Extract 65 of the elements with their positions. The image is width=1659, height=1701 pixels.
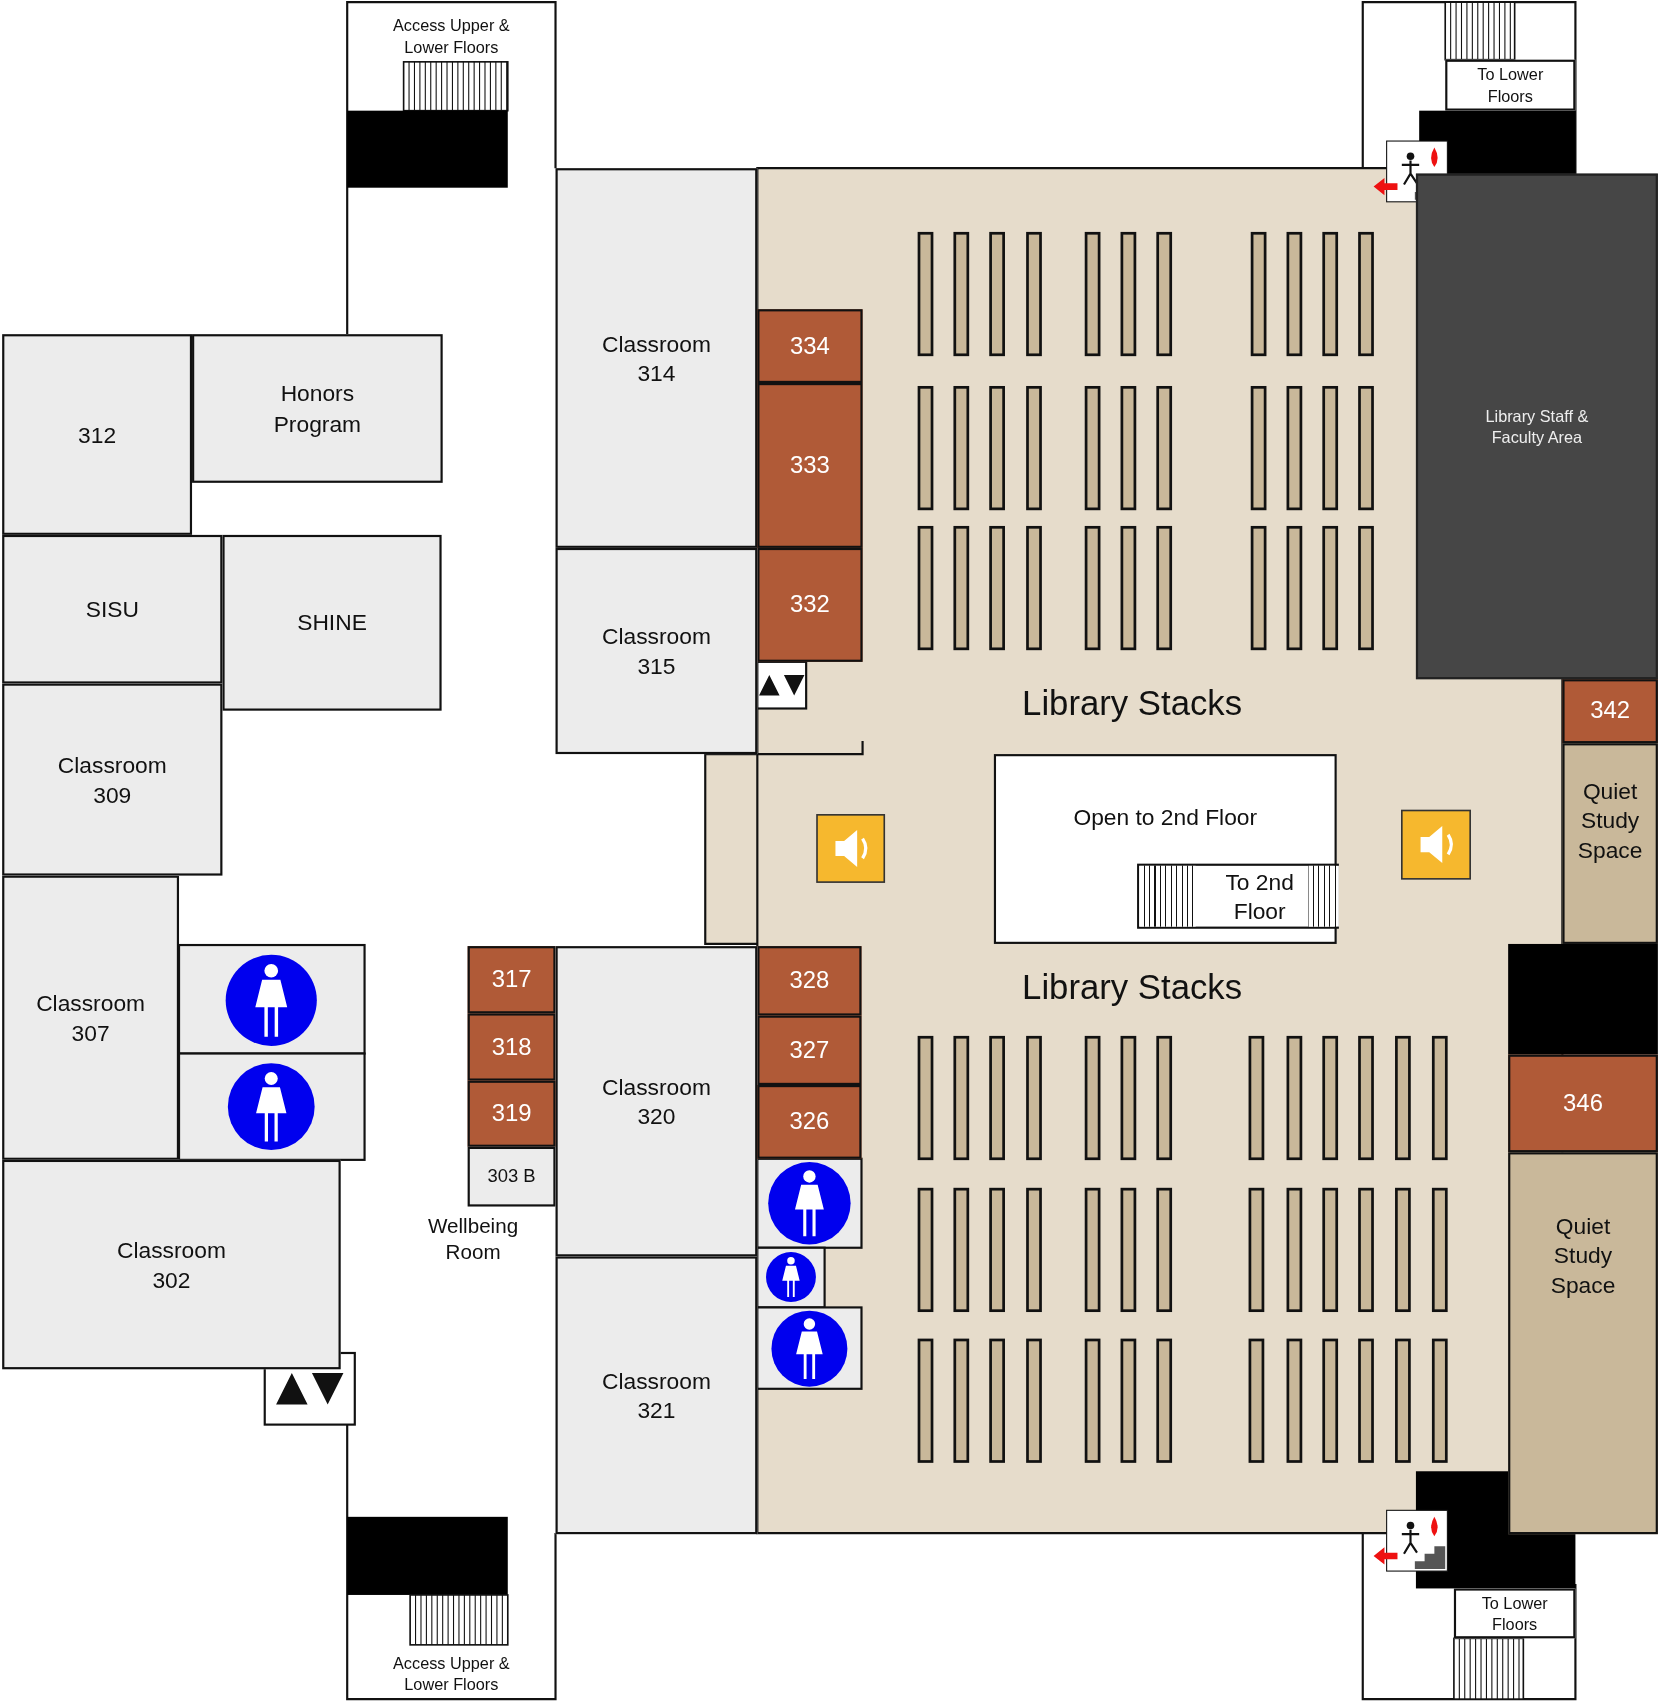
room-label: To Lower Floors [1480, 1592, 1549, 1635]
room-label: Access Upper & Lower Floors [392, 1652, 511, 1695]
room-box [757, 309, 863, 383]
room-box [757, 383, 863, 548]
room-label: Classroom 314 [600, 329, 712, 388]
room-box [467, 1146, 556, 1207]
room-box [555, 1256, 758, 1535]
room-label: Open to 2nd Floor [1073, 803, 1258, 832]
room-label: 326 [789, 1106, 830, 1137]
room-box [2, 334, 193, 535]
room-label: Honors Program [272, 380, 363, 439]
room-box [467, 946, 556, 1014]
room-box [757, 946, 862, 1016]
room-label: 303 B [487, 1164, 536, 1189]
room-label: Classroom 315 [600, 622, 712, 681]
stairwell-box [1445, 59, 1576, 111]
room-box [192, 334, 443, 483]
room-label: 333 [790, 450, 830, 481]
room-box [757, 1015, 862, 1085]
room-box [757, 1085, 862, 1159]
open-atrium-box [993, 754, 1337, 944]
staff-area [1415, 173, 1658, 680]
room-box [555, 168, 758, 548]
room-label: Classroom 320 [600, 1072, 712, 1131]
area-label: Library Stacks [1022, 683, 1243, 724]
room-label: Classroom 309 [56, 751, 168, 809]
room-box [2, 1159, 341, 1370]
room-label: Access Upper & Lower Floors [392, 15, 511, 58]
room-box [467, 1013, 556, 1081]
room-box [757, 547, 863, 662]
room-label: Library Staff & Faculty Area [1484, 405, 1590, 448]
room-label: 327 [789, 1034, 830, 1065]
room-label: 318 [491, 1031, 532, 1062]
stairs-box [1137, 863, 1339, 929]
room-label: 328 [789, 965, 830, 996]
room-caption: Wellbeing Room [427, 1213, 520, 1265]
room-label: SISU [85, 595, 139, 624]
area-label: Library Stacks [1022, 967, 1243, 1008]
room-label: SHINE [297, 609, 367, 638]
study-area [1562, 743, 1658, 944]
room-label: To 2nd Floor [1224, 867, 1295, 926]
room-label: 319 [491, 1098, 532, 1129]
room-label: Quiet Study Space [1549, 1212, 1617, 1300]
room-box [1562, 679, 1658, 744]
room-label: Classroom 321 [600, 1366, 712, 1425]
room-box [222, 534, 442, 711]
room-label: Quiet Study Space [1576, 776, 1644, 865]
room-label: 342 [1590, 695, 1631, 726]
room-label: 312 [78, 420, 117, 449]
room-label: Classroom 302 [116, 1236, 227, 1294]
room-box [555, 946, 758, 1257]
room-label: 332 [790, 589, 830, 620]
room-label: To Lower Floors [1476, 64, 1545, 107]
room-box [2, 534, 223, 684]
room-box [2, 875, 180, 1160]
study-area [1508, 1152, 1658, 1535]
stairwell-box [1453, 1588, 1576, 1639]
room-box [555, 547, 758, 755]
room-label: 317 [491, 964, 532, 995]
room-label: 346 [1563, 1088, 1603, 1119]
room-label: Classroom 307 [35, 989, 147, 1047]
room-label: 334 [790, 330, 830, 361]
room-box [2, 683, 223, 876]
room-box [1508, 1054, 1658, 1153]
room-box [467, 1080, 556, 1147]
